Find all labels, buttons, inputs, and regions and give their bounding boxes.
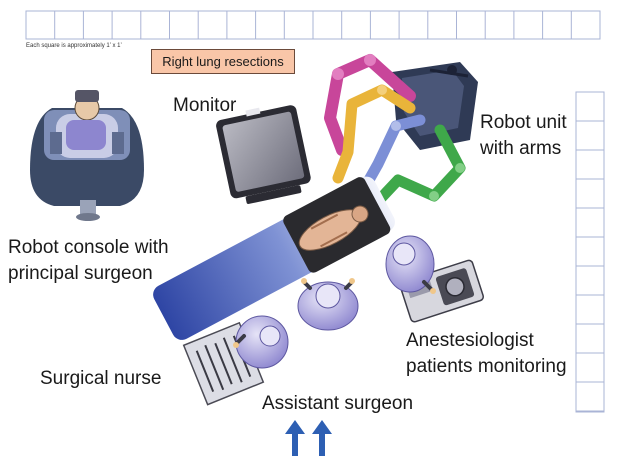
robot-console-icon — [30, 90, 144, 221]
assistant-surgeon-icon — [297, 278, 359, 331]
robot-unit-label: Robot unit with arms — [480, 112, 567, 159]
surgical-nurse-icon — [182, 315, 289, 406]
monitor-label: Monitor — [173, 95, 237, 116]
right-grid — [575, 91, 605, 413]
robot-arms-icon — [324, 54, 478, 220]
patient-icon — [298, 205, 369, 251]
top-grid — [25, 10, 601, 40]
assistant-surgeon-label: Assistant surgeon — [262, 393, 414, 414]
console-label: Robot console with principal surgeon — [8, 237, 169, 284]
anesthesiologist-icon — [385, 235, 485, 323]
scale-note: Each square is approximately 1’ x 1’ — [26, 43, 122, 49]
surgical-nurse-label: Surgical nurse — [40, 368, 162, 389]
entry-arrows-icon — [285, 420, 332, 456]
anesthesiologist-label: Anestesiologist patients monitoring — [406, 330, 567, 377]
monitor-icon — [216, 105, 311, 204]
diagram-title: Right lung resections — [151, 49, 295, 74]
